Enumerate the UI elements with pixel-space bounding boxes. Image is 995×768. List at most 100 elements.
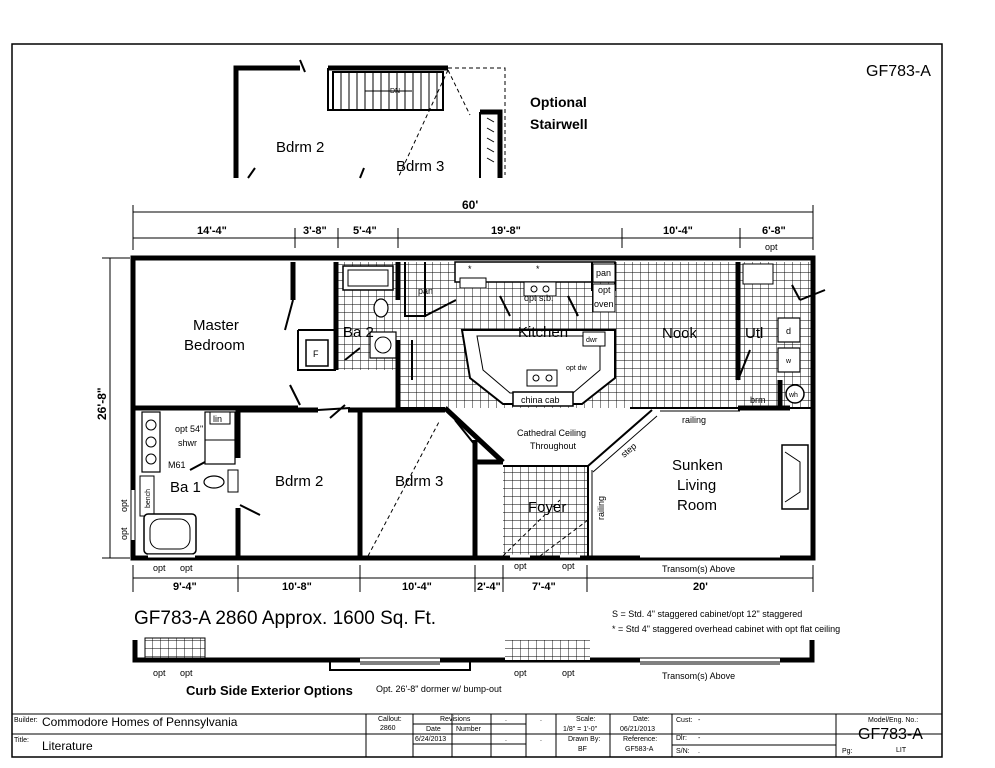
sheet-border bbox=[11, 43, 943, 758]
rev-dot-4: . bbox=[540, 736, 542, 743]
curb-opt-3: opt bbox=[514, 668, 527, 678]
opt-oven-2: oven bbox=[594, 299, 614, 309]
rev-number-label: Number bbox=[456, 726, 482, 733]
dryer-label: d bbox=[786, 326, 791, 336]
bottom-dim-1: 9'-4" bbox=[173, 581, 197, 593]
note-1: S = Std. 4" staggered cabinet/opt 12" st… bbox=[612, 609, 802, 619]
date2-value: 06/21/2013 bbox=[620, 726, 655, 733]
note-2: * = Std 4" staggered overhead cabinet wi… bbox=[612, 624, 840, 634]
dlr-value: - bbox=[698, 735, 701, 742]
cathedral-label-2: Throughout bbox=[530, 441, 577, 451]
top-dim-4: 19'-8" bbox=[491, 225, 521, 237]
opt54-label-2: shwr bbox=[178, 438, 197, 448]
bottom-dim-4: 2'-4" bbox=[477, 581, 501, 593]
rev-date-label: Date bbox=[426, 726, 441, 733]
curb-opt-1: opt bbox=[153, 668, 166, 678]
m61-label: M61 bbox=[168, 460, 186, 470]
fixture-labels: pan pan * * opt s.b. opt oven dwr opt dw… bbox=[119, 264, 798, 540]
rev-dot-1: . bbox=[505, 716, 507, 723]
curb-opt-2: opt bbox=[180, 668, 193, 678]
foyer-label: Foyer bbox=[528, 499, 566, 516]
pan-label-2: pan bbox=[596, 268, 611, 278]
opt-dw-label: opt dw bbox=[566, 365, 588, 372]
stair-dn-label: DN bbox=[390, 88, 400, 95]
bottom-dim-6: 20' bbox=[693, 581, 708, 593]
utl-label: Utl bbox=[745, 325, 763, 342]
opt-left-1: opt bbox=[119, 499, 129, 512]
lin-label: lin bbox=[213, 414, 222, 424]
bdrm2-label: Bdrm 2 bbox=[275, 473, 323, 490]
opt-left-2: opt bbox=[119, 527, 129, 540]
overall-width: 60' bbox=[462, 198, 478, 212]
rev-dot-2: . bbox=[540, 716, 542, 723]
reference-value: GF583-A bbox=[625, 746, 654, 753]
bottom-dim-2: 10'-8" bbox=[282, 581, 312, 593]
main-floor-plan: F bbox=[130, 255, 826, 561]
rev-dot-3: . bbox=[505, 736, 507, 743]
sn-value: . bbox=[698, 748, 700, 755]
nook-label: Nook bbox=[662, 325, 698, 342]
title-label: Title: bbox=[14, 737, 29, 744]
bottom-dimensions: 9'-4" 10'-8" 10'-4" 2'-4" 7'-4" 20' opt … bbox=[132, 561, 814, 593]
bdrm3-label: Bdrm 3 bbox=[395, 473, 443, 490]
stairwell-inset: DN Bdrm 2 Bdrm 3 Optional Stairwell bbox=[233, 59, 588, 179]
bottom-opt-4: opt bbox=[562, 561, 575, 571]
top-dim-1: 14'-4" bbox=[197, 225, 227, 237]
curb-dormer: Opt. 26'-8" dormer w/ bump-out bbox=[376, 684, 502, 694]
railing-foyer-label: railing bbox=[596, 496, 606, 520]
bottom-dim-3: 10'-4" bbox=[402, 581, 432, 593]
callout-value: 2860 bbox=[380, 725, 396, 732]
dlr-label: Dlr: bbox=[676, 735, 687, 742]
date2-label: Date: bbox=[633, 716, 650, 723]
bottom-opt-3: opt bbox=[514, 561, 527, 571]
foyer-tile bbox=[503, 466, 588, 556]
bottom-dim-5: 7'-4" bbox=[532, 581, 556, 593]
china-cab-label: china cab bbox=[521, 395, 560, 405]
curb-side-options: opt opt opt opt Transom(s) Above Curb Si… bbox=[132, 637, 815, 698]
scale-value: 1/8" = 1'-0" bbox=[563, 726, 598, 733]
plan-summary: GF783-A 2860 Approx. 1600 Sq. Ft. bbox=[134, 608, 436, 629]
top-dimensions: 60' 14'-4" 3'-8" 5'-4" 19'-8" 10'-4" 6'-… bbox=[132, 198, 814, 252]
pg-value: LIT bbox=[896, 747, 907, 754]
washer-label: w bbox=[785, 358, 792, 365]
top-dim-3: 5'-4" bbox=[353, 225, 377, 237]
bottom-opt-1: opt bbox=[153, 563, 166, 573]
curb-transom: Transom(s) Above bbox=[662, 671, 735, 681]
cust-value: - bbox=[698, 717, 701, 724]
sn-label: S/N: bbox=[676, 748, 690, 755]
opt-sb-label: opt s.b. bbox=[524, 293, 554, 303]
stairwell-title-1: Optional bbox=[530, 94, 587, 110]
wh-label: wh bbox=[788, 392, 798, 399]
star-1: * bbox=[468, 264, 472, 274]
callout-label: Callout: bbox=[378, 716, 402, 723]
bottom-transom: Transom(s) Above bbox=[662, 564, 735, 574]
title-value: Literature bbox=[42, 739, 93, 753]
bench-label: bench bbox=[145, 489, 152, 508]
pg-label: Pg: bbox=[842, 748, 853, 755]
left-dimension: 26'-8" bbox=[95, 257, 130, 559]
ba1-label: Ba 1 bbox=[170, 479, 201, 496]
stairwell-title-2: Stairwell bbox=[530, 116, 588, 132]
model-value: GF783-A bbox=[858, 726, 923, 743]
living-label-2: Living bbox=[677, 477, 716, 494]
star-2: * bbox=[536, 264, 540, 274]
living-label-1: Sunken bbox=[672, 457, 723, 474]
model-label: Model/Eng. No.: bbox=[868, 717, 918, 724]
top-dim-opt: opt bbox=[765, 242, 778, 252]
stairwell-bdrm2: Bdrm 2 bbox=[276, 139, 324, 156]
title-block: Builder: Commodore Homes of Pennsylvania… bbox=[12, 713, 942, 757]
rev-date-value: 6/24/2013 bbox=[415, 736, 446, 743]
curb-opt-4: opt bbox=[562, 668, 575, 678]
top-dim-5: 10'-4" bbox=[663, 225, 693, 237]
master-bedroom-label-1: Master bbox=[193, 317, 239, 334]
curb-title: Curb Side Exterior Options bbox=[186, 683, 353, 698]
furnace-label: F bbox=[313, 349, 319, 359]
opt-oven-1: opt bbox=[598, 285, 611, 295]
kitchen-label: Kitchen bbox=[518, 324, 568, 341]
ba2-label: Ba 2 bbox=[343, 324, 374, 341]
scale-label: Scale: bbox=[576, 716, 596, 723]
bottom-opt-2: opt bbox=[180, 563, 193, 573]
stairwell-bdrm3: Bdrm 3 bbox=[396, 158, 444, 175]
overall-depth: 26'-8" bbox=[95, 387, 109, 420]
